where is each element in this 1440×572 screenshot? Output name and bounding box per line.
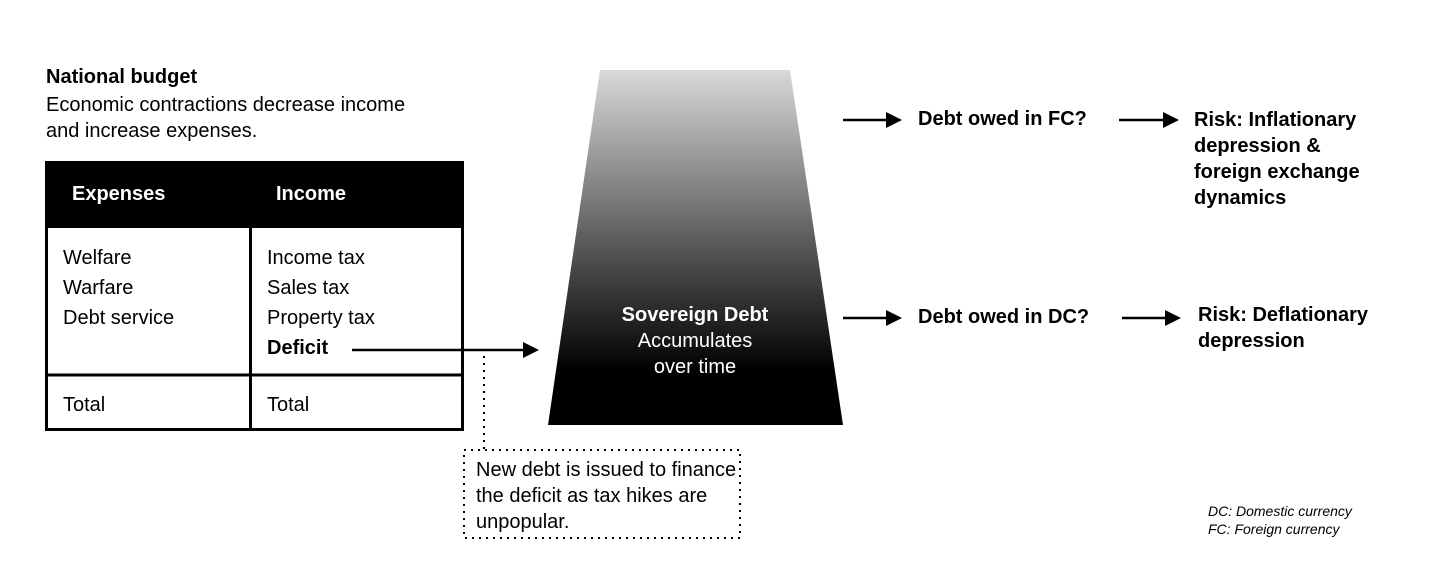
deficit-arrow-head: [523, 342, 539, 358]
expense-item: Debt service: [63, 307, 175, 329]
income-item: Income tax: [267, 247, 365, 269]
income-item: Sales tax: [267, 277, 350, 299]
dc-risk: Risk: Deflationary depression: [1198, 304, 1369, 352]
budget-table: Expenses Income Welfare Warfare Debt ser…: [45, 161, 464, 431]
fc-arrow-2-head: [1163, 112, 1179, 128]
fc-arrow-1-head: [886, 112, 902, 128]
legend: DC: Domestic currency FC: Foreign curren…: [1208, 502, 1352, 538]
budget-subtitle: Economic contractions decrease income an…: [46, 94, 406, 142]
income-total: Total: [267, 394, 310, 416]
expenses-list: Welfare Warfare Debt service: [63, 243, 174, 333]
legend-fc: FC: Foreign currency: [1208, 521, 1340, 537]
income-header: Income: [276, 183, 347, 205]
budget-table-frame: [45, 161, 464, 431]
expense-item: Welfare: [63, 247, 132, 269]
funnel-title: Sovereign Debt: [621, 304, 769, 326]
funnel-subtitle-line1: Accumulates: [637, 330, 753, 352]
expense-item: Warfare: [63, 277, 134, 299]
deficit-label: Deficit: [267, 337, 329, 359]
budget-title: National budget: [46, 66, 198, 88]
expenses-header: Expenses: [72, 183, 166, 205]
table-outline: [45, 161, 464, 431]
fc-question: Debt owed in FC?: [918, 108, 1087, 130]
fc-risk: Risk: Inflationary depression & foreign …: [1194, 109, 1360, 209]
dc-question: Debt owed in DC?: [918, 306, 1090, 328]
funnel-label: Sovereign Debt Accumulates over time: [600, 302, 790, 380]
note-text: New debt is issued to finance the defici…: [476, 459, 737, 533]
funnel-subtitle-line2: over time: [653, 356, 737, 378]
dc-arrow-1-head: [886, 310, 902, 326]
income-list: Income tax Sales tax Property tax Defici…: [267, 243, 375, 363]
income-item: Property tax: [267, 307, 375, 329]
expenses-total: Total: [63, 394, 106, 416]
dc-arrow-2-head: [1165, 310, 1181, 326]
legend-dc: DC: Domestic currency: [1208, 503, 1352, 519]
table-header-band: [45, 161, 464, 228]
